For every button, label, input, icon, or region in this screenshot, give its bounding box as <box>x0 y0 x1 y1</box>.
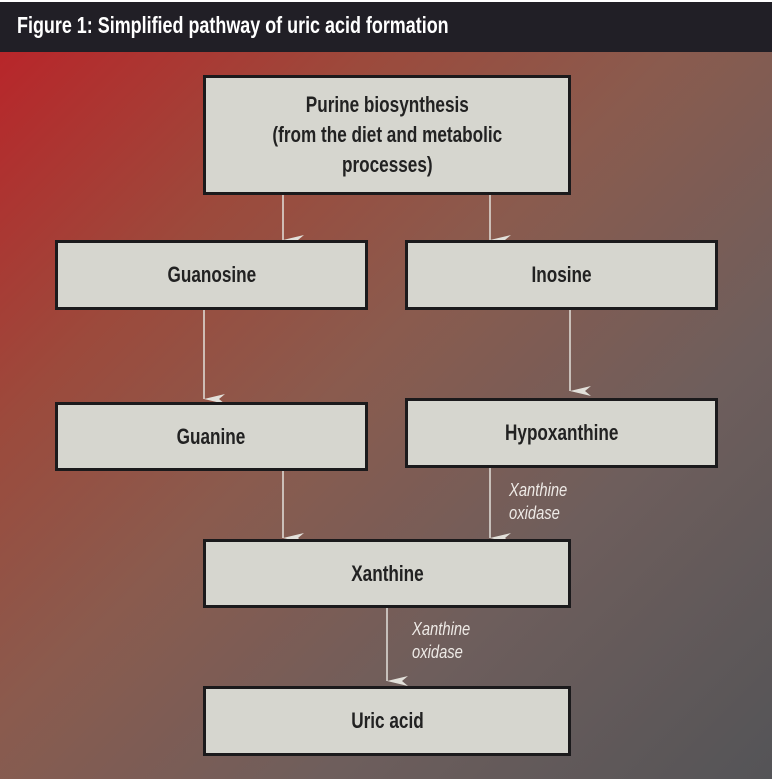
node-xanthine-label: Xanthine <box>350 560 424 586</box>
node-xanthine: Xanthine <box>203 539 571 608</box>
figure-title: Figure 1: Simplified pathway of uric aci… <box>17 12 449 38</box>
node-guanosine-label: Guanosine <box>167 262 256 287</box>
node-uric-acid-label: Uric acid <box>350 708 424 733</box>
node-inosine: Inosine <box>405 240 718 310</box>
node-inosine-label: Inosine <box>531 262 592 287</box>
node-guanine: Guanine <box>55 402 368 471</box>
enzyme-label-line1: Xanthine <box>412 619 471 639</box>
node-purine-biosynthesis: Purine biosynthesis (from the diet and m… <box>203 75 571 195</box>
node-guanine-label: Guanine <box>177 423 246 449</box>
enzyme-label-line2: oxidase <box>412 642 463 662</box>
node-hypoxanthine: Hypoxanthine <box>405 398 718 468</box>
figure-header: Figure 1: Simplified pathway of uric aci… <box>0 2 772 52</box>
node-hypoxanthine-label: Hypoxanthine <box>504 420 619 445</box>
enzyme-label-hypoxanthine-xanthine: Xanthine oxidase <box>509 479 567 525</box>
enzyme-label-xanthine-uric-acid: Xanthine oxidase <box>412 618 470 664</box>
enzyme-label-line2: oxidase <box>509 503 560 523</box>
node-guanosine: Guanosine <box>55 240 368 310</box>
node-purine-line3: processes) <box>341 152 433 177</box>
enzyme-label-line1: Xanthine <box>509 480 568 500</box>
node-uric-acid: Uric acid <box>203 686 571 756</box>
node-purine-line1: Purine biosynthesis <box>305 92 469 117</box>
node-purine-line2: (from the diet and metabolic <box>272 122 502 147</box>
